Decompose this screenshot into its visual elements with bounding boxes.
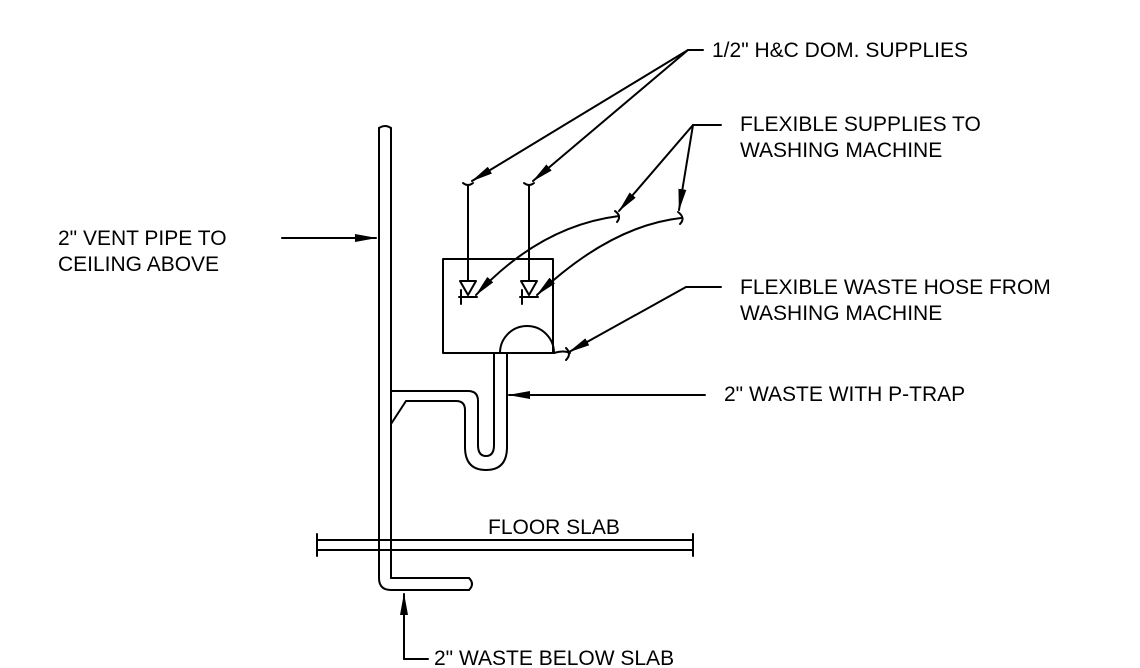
leader-waste-hose [568,286,722,353]
label-vent-pipe-line2: CEILING ABOVE [58,253,220,276]
flexible-supply-hoses [475,210,684,296]
washer-outlet-box [442,258,555,354]
label-vent-pipe-line1: 2" VENT PIPE TO [58,227,227,250]
p-trap-waste-branch [390,352,508,471]
supply-stubs [462,182,535,281]
label-vent-pipe: 2" VENT PIPE TO CEILING ABOVE [58,226,227,278]
label-waste-below-slab: 2" WASTE BELOW SLAB [434,647,675,668]
valve-cold-icon [519,280,539,305]
label-flex-supplies-line2: WASHING MACHINE [740,139,943,162]
label-waste-hose-line1: FLEXIBLE WASTE HOSE FROM [740,276,1051,299]
label-waste-hose: FLEXIBLE WASTE HOSE FROM WASHING MACHINE [740,275,1051,327]
floor-slab [316,533,694,557]
valve-hot-icon [458,280,478,305]
vent-pipe [378,125,473,591]
flexible-waste-hose [553,347,571,361]
label-waste-ptrap: 2" WASTE WITH P-TRAP [724,383,966,406]
label-floor-slab: FLOOR SLAB [488,516,620,539]
label-waste-hose-line2: WASHING MACHINE [740,302,943,325]
label-dom-supplies: 1/2" H&C DOM. SUPPLIES [712,39,969,62]
leader-waste-below-slab [400,593,429,660]
leader-flex-supplies [618,124,722,212]
label-flex-supplies-line1: FLEXIBLE SUPPLIES TO [740,113,981,136]
leader-dom-supplies [471,49,704,182]
label-flex-supplies: FLEXIBLE SUPPLIES TO WASHING MACHINE [740,112,981,164]
